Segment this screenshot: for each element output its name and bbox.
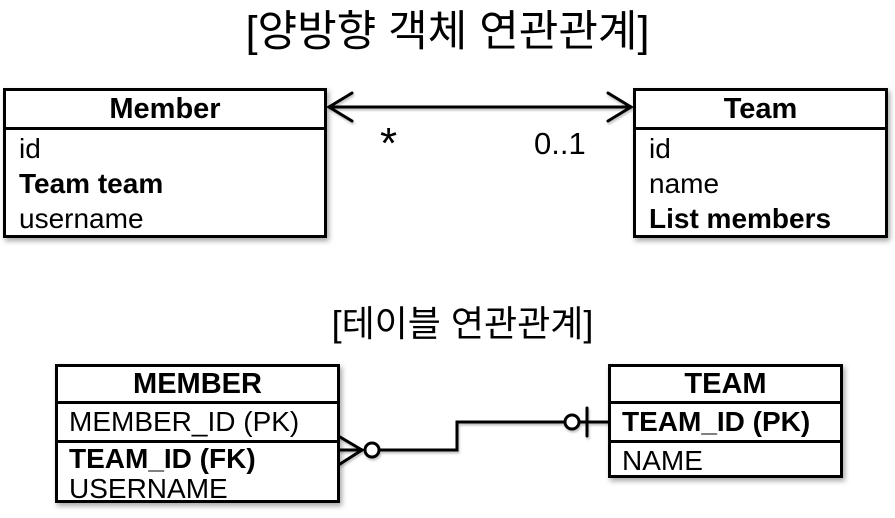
crow-foot-connector xyxy=(338,406,610,466)
member-class-box: Member id Team team username xyxy=(3,88,327,238)
multiplicity-zero-one-label: 0..1 xyxy=(534,126,586,161)
team-field-members: List members xyxy=(649,203,832,234)
team-table-title: TEAM xyxy=(611,367,840,404)
team-table-columns: NAME xyxy=(611,443,840,478)
member-class-title: Member xyxy=(6,91,324,130)
team-table-name-row: NAME xyxy=(622,445,703,476)
team-field-name: name xyxy=(649,168,720,199)
bidirectional-arrow-icon xyxy=(326,91,634,123)
zero-or-many-icon xyxy=(338,435,381,466)
zero-or-one-icon xyxy=(563,406,610,438)
member-table-box: MEMBER MEMBER_ID (PK) TEAM_ID (FK) USERN… xyxy=(55,364,340,504)
member-field-id: id xyxy=(19,133,41,164)
table-association-title: [테이블 연관관계] xyxy=(331,303,594,344)
team-class-box: Team id name List members xyxy=(633,88,888,238)
member-field-username: username xyxy=(19,203,144,234)
member-field-team: Team team xyxy=(19,168,164,199)
connector-line xyxy=(377,420,567,452)
member-class-fields: id Team team username xyxy=(6,130,324,236)
member-table-username-row: USERNAME xyxy=(69,473,228,504)
member-table-title: MEMBER xyxy=(58,367,337,404)
member-table-columns: TEAM_ID (FK) USERNAME xyxy=(58,443,337,504)
team-field-id: id xyxy=(649,133,671,164)
team-class-title: Team xyxy=(636,91,885,130)
multiplicity-many-label: * xyxy=(380,119,398,168)
team-class-fields: id name List members xyxy=(636,130,885,236)
team-table-pk-row: TEAM_ID (PK) xyxy=(611,404,840,443)
member-table-fk-row: TEAM_ID (FK) xyxy=(69,443,256,474)
team-table-box: TEAM TEAM_ID (PK) NAME xyxy=(608,364,843,478)
member-table-pk-row: MEMBER_ID (PK) xyxy=(58,404,337,443)
object-association-title: [양방향 객체 연관관계] xyxy=(245,8,650,56)
